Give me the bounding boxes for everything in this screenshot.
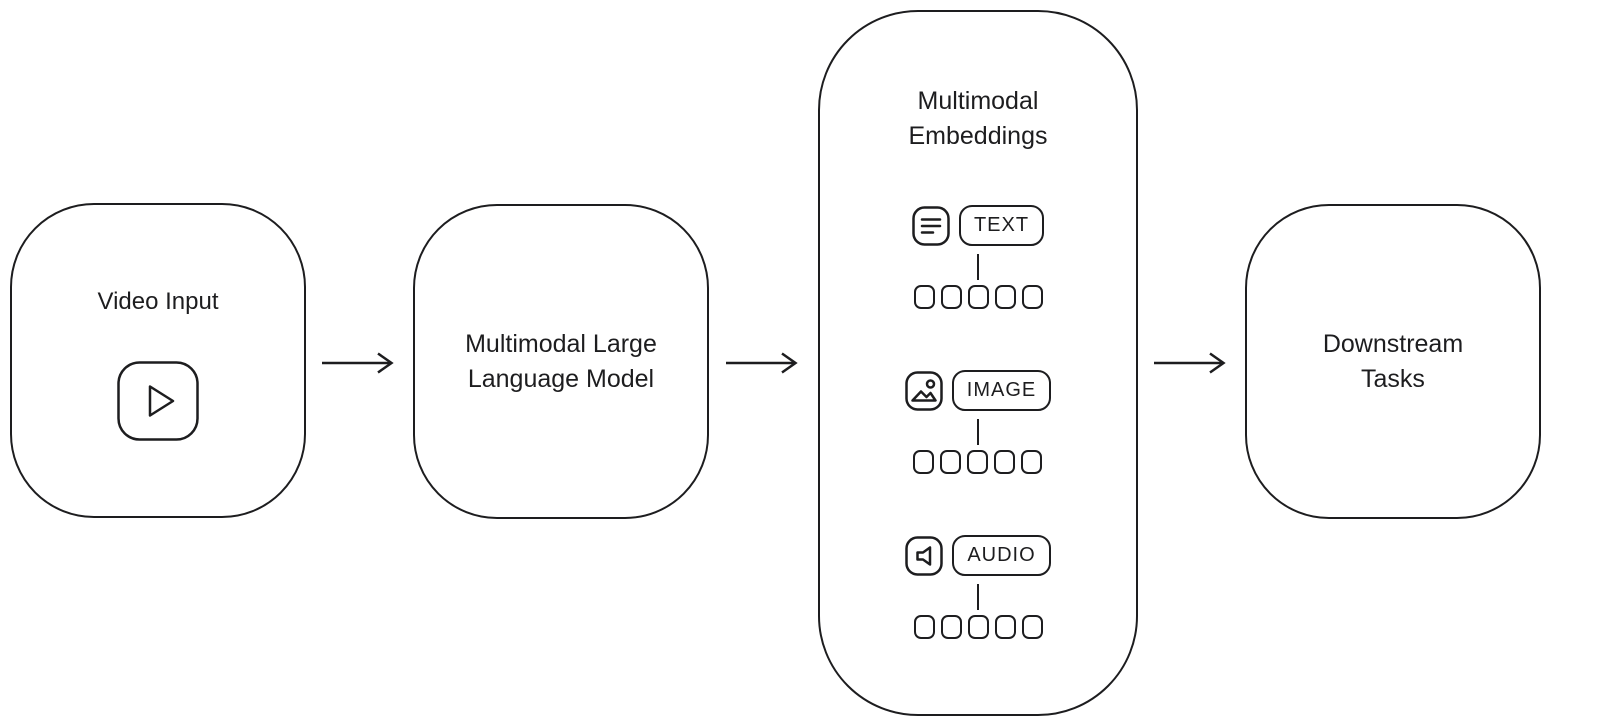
embedding-token-row-image [913, 450, 1043, 474]
embeddings-title-line2: Embeddings [908, 122, 1048, 150]
modality-group-audio: AUDIO [905, 535, 1051, 639]
modality-row-text: TEXT [912, 205, 1045, 246]
node-downstream-label: Downstream Tasks [1323, 327, 1463, 397]
modality-pill-audio: AUDIO [952, 535, 1051, 576]
modality-group-text: TEXT [912, 205, 1045, 309]
flow-arrow-1 [322, 352, 394, 374]
image-icon [905, 370, 943, 411]
play-icon [117, 361, 199, 441]
modality-pill-image: IMAGE [951, 370, 1052, 411]
node-mllm-label: Multimodal Large Language Model [465, 327, 657, 397]
connector-line [976, 584, 980, 610]
embedding-token [913, 450, 935, 474]
embedding-token [967, 285, 989, 309]
embedding-token [940, 615, 962, 639]
embedding-token [994, 615, 1016, 639]
modality-pill-text: TEXT [958, 205, 1045, 246]
node-downstream-label-line2: Tasks [1361, 364, 1425, 393]
node-mllm-label-line1: Multimodal Large [465, 329, 657, 358]
node-video-input-label: Video Input [97, 288, 219, 315]
modality-group-image: IMAGE [905, 370, 1052, 474]
embedding-token [1021, 450, 1043, 474]
text-lines-icon [912, 205, 950, 246]
embedding-token-row-audio [913, 615, 1043, 639]
node-downstream-label-line1: Downstream [1322, 329, 1464, 358]
node-mllm-label-line2: Language Model [467, 364, 655, 393]
connector-line [976, 254, 980, 280]
node-mllm: Multimodal Large Language Model [413, 204, 709, 519]
embedding-token [1021, 615, 1043, 639]
node-downstream-tasks: Downstream Tasks [1245, 204, 1541, 519]
flow-arrow-3 [1154, 352, 1226, 374]
connector-line [976, 419, 980, 445]
modality-row-audio: AUDIO [905, 535, 1051, 576]
node-multimodal-embeddings: Multimodal Embeddings TEXT [818, 10, 1138, 716]
node-video-input: Video Input [10, 203, 306, 518]
modality-row-image: IMAGE [905, 370, 1052, 411]
embedding-token [913, 285, 935, 309]
embedding-token [940, 450, 962, 474]
embeddings-title-line1: Multimodal [917, 87, 1039, 115]
flow-arrow-2 [726, 352, 798, 374]
embedding-token [1021, 285, 1043, 309]
embedding-token [940, 285, 962, 309]
embeddings-title: Multimodal Embeddings [909, 84, 1048, 154]
embedding-token [994, 450, 1016, 474]
embedding-token [967, 450, 989, 474]
speaker-icon [905, 535, 944, 576]
embedding-token-row-text [913, 285, 1043, 309]
embedding-token [967, 615, 989, 639]
embedding-token [994, 285, 1016, 309]
embedding-token [913, 615, 935, 639]
